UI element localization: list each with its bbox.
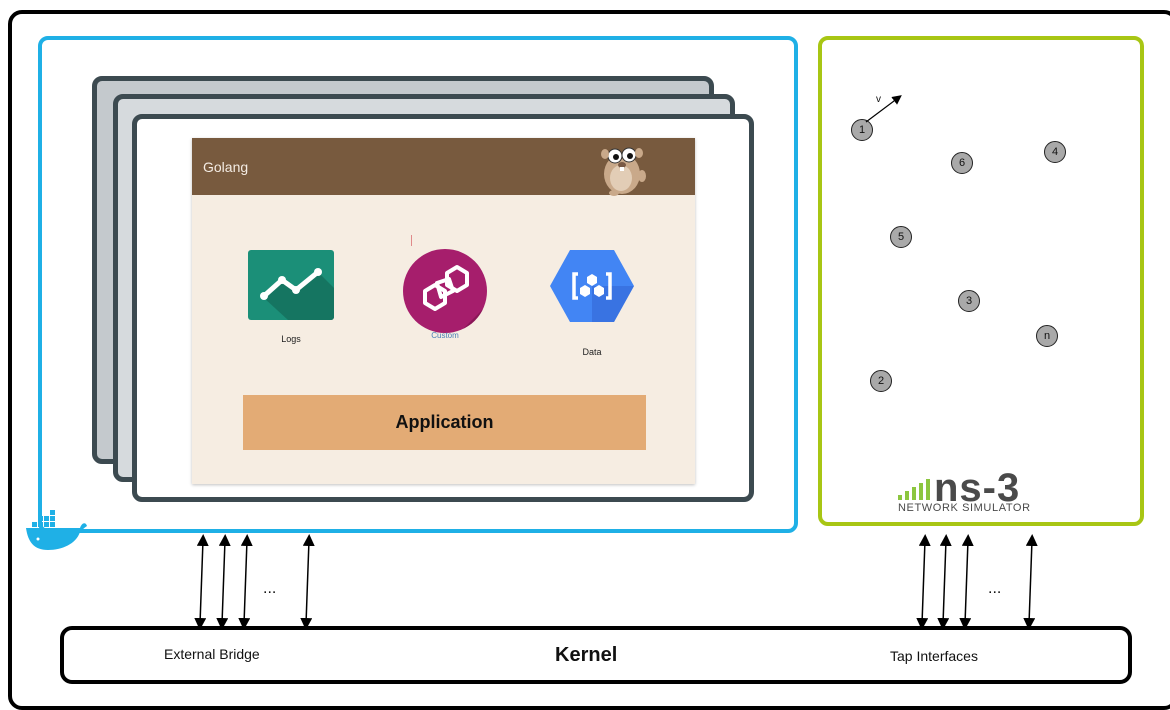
- network-node: 1: [851, 119, 873, 141]
- application-bar: Application: [243, 395, 646, 450]
- app-header: Golang: [192, 138, 695, 196]
- docker-whale-icon: [26, 510, 87, 550]
- cubes-icon: [423, 265, 487, 333]
- velocity-label: v: [876, 94, 881, 105]
- right-ellipsis: ...: [988, 580, 1002, 597]
- kernel-label: Kernel: [555, 644, 618, 666]
- app-header-title: Golang: [203, 159, 249, 175]
- network-node: 6: [951, 152, 973, 174]
- application-label: Application: [395, 412, 494, 432]
- application-panel: Golang Logs: [192, 138, 695, 484]
- left-ellipsis: ...: [263, 580, 277, 597]
- ns3-simulator-region: [818, 36, 1144, 526]
- network-node: 3: [958, 290, 980, 312]
- tap-interfaces-label: Tap Interfaces: [890, 648, 978, 664]
- gopher-mascot-icon: [601, 147, 646, 196]
- custom-label: Custom: [431, 331, 459, 340]
- custom-app-icon: [403, 249, 487, 333]
- network-node: n: [1036, 325, 1058, 347]
- logs-app-icon: [248, 250, 334, 320]
- logs-label: Logs: [281, 334, 301, 344]
- text-cursor: [411, 235, 412, 246]
- data-app-icon: [550, 246, 634, 326]
- network-node: 5: [890, 226, 912, 248]
- data-label: Data: [582, 347, 602, 357]
- network-node: 4: [1044, 141, 1066, 163]
- hexagon-data-icon: [550, 250, 634, 322]
- ns3-logo-subtitle: NETWORK SIMULATOR: [898, 502, 1031, 514]
- signal-bars-icon: [898, 479, 930, 500]
- ns3-logo-text: ns-3: [934, 466, 1021, 510]
- kernel-bar: [60, 626, 1132, 684]
- network-node: 2: [870, 370, 892, 392]
- line-chart-icon: [260, 268, 334, 320]
- external-bridge-label: External Bridge: [164, 646, 260, 662]
